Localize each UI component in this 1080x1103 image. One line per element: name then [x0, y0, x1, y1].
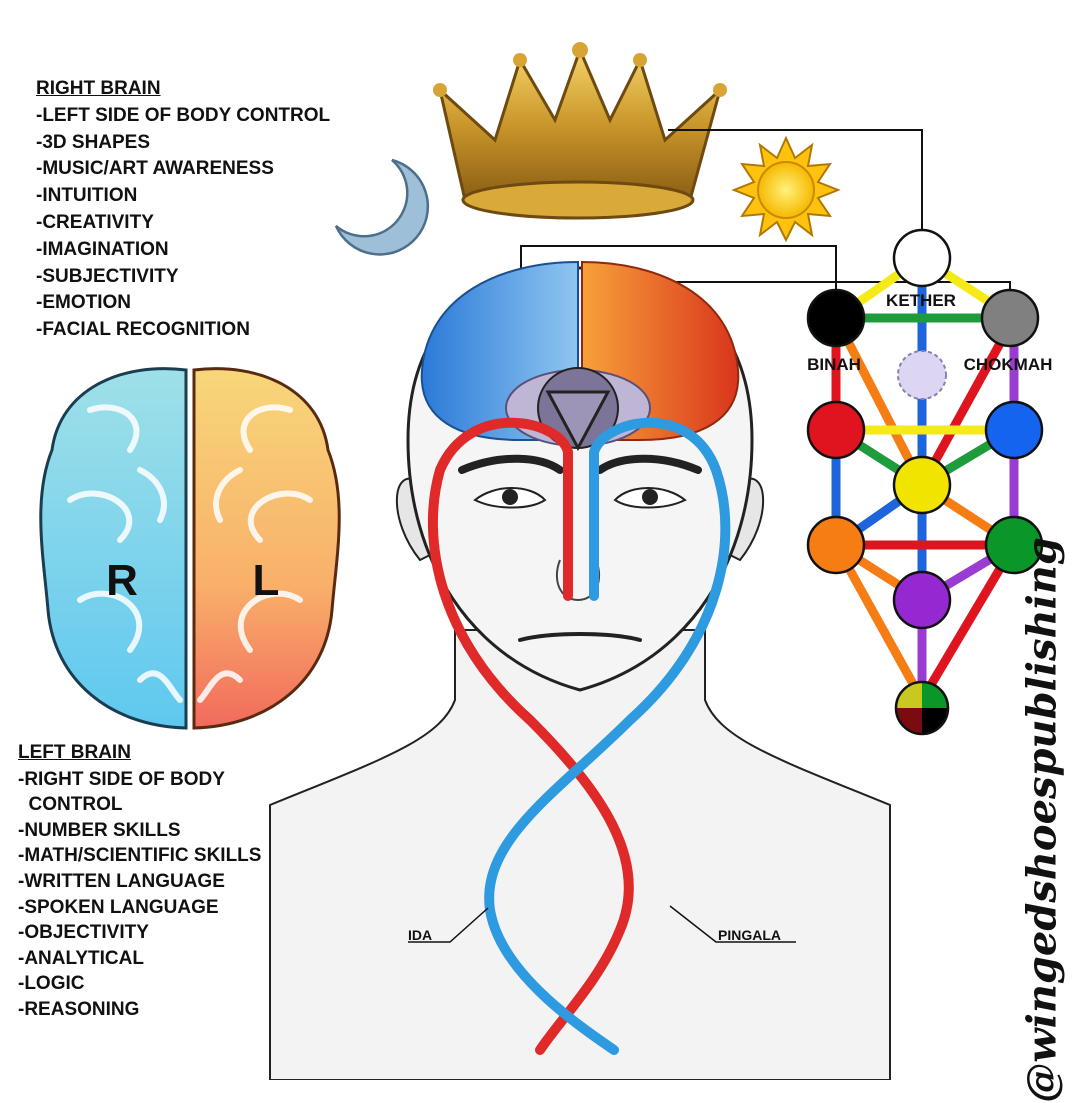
left-brain-item: CONTROL: [18, 794, 123, 816]
right-brain-item: -SUBJECTIVITY: [36, 265, 179, 287]
left-brain-item: -MATH/SCIENTIFIC SKILLS: [18, 845, 262, 867]
left-brain-item: -NUMBER SKILLS: [18, 819, 181, 841]
ida-channel: [484, 417, 731, 1055]
sephirah-malkuth: [894, 680, 950, 736]
sephirah-kether: [892, 228, 952, 288]
third-eye-icon: [505, 367, 651, 452]
left-brain-list: LEFT BRAIN -RIGHT SIDE OF BODY CONTROL -…: [18, 740, 261, 1023]
label-pingala: PINGALA: [718, 927, 781, 943]
label-binah: BINAH: [807, 355, 861, 374]
sephirah-binah: [806, 288, 866, 348]
sephirah-chokmah: [980, 288, 1040, 348]
label-chokmah: CHOKMAH: [964, 355, 1053, 374]
brain-letter-l: L: [253, 556, 280, 605]
moon-icon: [334, 158, 430, 256]
left-brain-item: -ANALYTICAL: [18, 947, 144, 969]
sephirah-hod: [806, 515, 866, 575]
right-brain-item: -LEFT SIDE OF BODY CONTROL: [36, 104, 331, 126]
right-brain-heading: RIGHT BRAIN: [36, 78, 161, 99]
right-brain-item: -INTUITION: [36, 185, 138, 207]
right-brain-item: -EMOTION: [36, 292, 131, 314]
label-ida: IDA: [408, 927, 432, 943]
right-brain-item: -MUSIC/ART AWARENESS: [36, 158, 274, 180]
right-brain-item: -CREATIVITY: [36, 211, 154, 233]
brain-letter-r: R: [106, 556, 138, 605]
sephirah-geburah: [806, 400, 866, 460]
left-brain-item: -SPOKEN LANGUAGE: [18, 896, 219, 918]
sephirah-daath: [897, 350, 947, 400]
sephirah-tiphareth: [892, 455, 952, 515]
sephirah-netzach: [984, 515, 1044, 575]
right-brain-item: -3D SHAPES: [36, 131, 151, 153]
head-illustration: [269, 260, 891, 1080]
sun-icon: [731, 135, 841, 243]
sephirah-chesed: [984, 400, 1044, 460]
left-brain-item: -RIGHT SIDE OF BODY: [18, 768, 225, 790]
label-kether: KETHER: [886, 291, 956, 310]
illustration: R L KETHER BINA: [39, 42, 1053, 1080]
left-brain-item: -LOGIC: [18, 973, 85, 995]
crown-icon: [433, 42, 727, 220]
brain-diagram: [39, 367, 341, 730]
pingala-channel: [427, 417, 634, 1055]
left-brain-heading: LEFT BRAIN: [18, 742, 131, 763]
sephirah-yesod: [892, 570, 952, 630]
left-brain-item: -WRITTEN LANGUAGE: [18, 870, 225, 892]
right-brain-item: -IMAGINATION: [36, 238, 169, 260]
left-brain-item: -OBJECTIVITY: [18, 922, 149, 944]
watermark: @wingedshoespublishing: [1018, 537, 1066, 1103]
right-brain-list: RIGHT BRAIN -LEFT SIDE OF BODY CONTROL -…: [36, 76, 330, 344]
left-brain-item: -REASONING: [18, 998, 140, 1020]
right-brain-item: -FACIAL RECOGNITION: [36, 319, 250, 341]
